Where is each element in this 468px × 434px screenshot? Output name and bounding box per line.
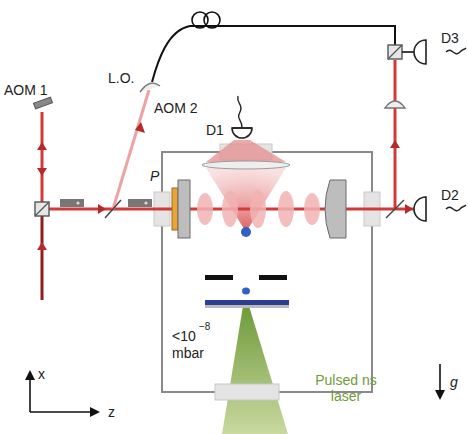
input-beam <box>41 209 44 300</box>
detector-label: D2 <box>441 187 459 203</box>
fiber-coupler <box>388 45 402 59</box>
aom-label: AOM 1 <box>4 82 48 98</box>
cavity-mirror <box>178 180 190 238</box>
aperture <box>205 275 233 280</box>
wire <box>238 96 242 128</box>
vacuum-chamber <box>162 152 372 392</box>
beam-splitter <box>386 200 404 218</box>
pressure-unit: mbar <box>172 345 204 361</box>
photodetector <box>414 197 426 221</box>
cavity-mirror <box>325 180 346 238</box>
nanoparticle <box>241 227 251 237</box>
substrate <box>205 300 289 305</box>
wire <box>446 48 466 54</box>
window <box>215 384 279 400</box>
aperture <box>259 275 287 280</box>
aom <box>60 199 84 207</box>
fiber-loop <box>204 12 220 28</box>
direction-arrow <box>37 122 413 250</box>
photodetector <box>414 40 426 64</box>
detector-label: D3 <box>441 30 459 46</box>
lens <box>140 83 160 92</box>
axis-label: z <box>108 404 115 420</box>
aom-label: AOM 2 <box>154 100 198 116</box>
scattered-light <box>206 168 286 232</box>
piezo-label: P <box>150 168 159 184</box>
laser-beam <box>41 112 44 209</box>
gravity-label: g <box>450 374 458 390</box>
axis-label: x <box>38 366 45 382</box>
substrate <box>205 305 289 308</box>
standing-wave <box>197 190 320 228</box>
lens <box>385 101 405 108</box>
mirror <box>34 97 53 109</box>
local-oscillator-beam <box>113 90 149 209</box>
photodetector <box>232 128 252 138</box>
laser-label: Pulsed ns laser <box>300 372 392 404</box>
lo-label: L.O. <box>108 70 134 86</box>
axes <box>25 364 445 417</box>
scattered-light <box>206 140 286 162</box>
beam-splitter <box>105 200 121 218</box>
detector-label: D1 <box>206 122 224 138</box>
optical-fiber <box>152 26 395 82</box>
wire <box>446 205 466 211</box>
aom <box>128 199 152 207</box>
pressure-label: <10 <box>172 328 196 344</box>
piezo <box>172 188 178 230</box>
pulsed-laser-beam <box>222 306 288 434</box>
pressure-exponent: −8 <box>199 321 210 332</box>
lens <box>202 161 290 169</box>
nanoparticle <box>242 288 250 295</box>
beam-splitter-cube <box>35 202 49 216</box>
laser-beam <box>394 60 397 209</box>
